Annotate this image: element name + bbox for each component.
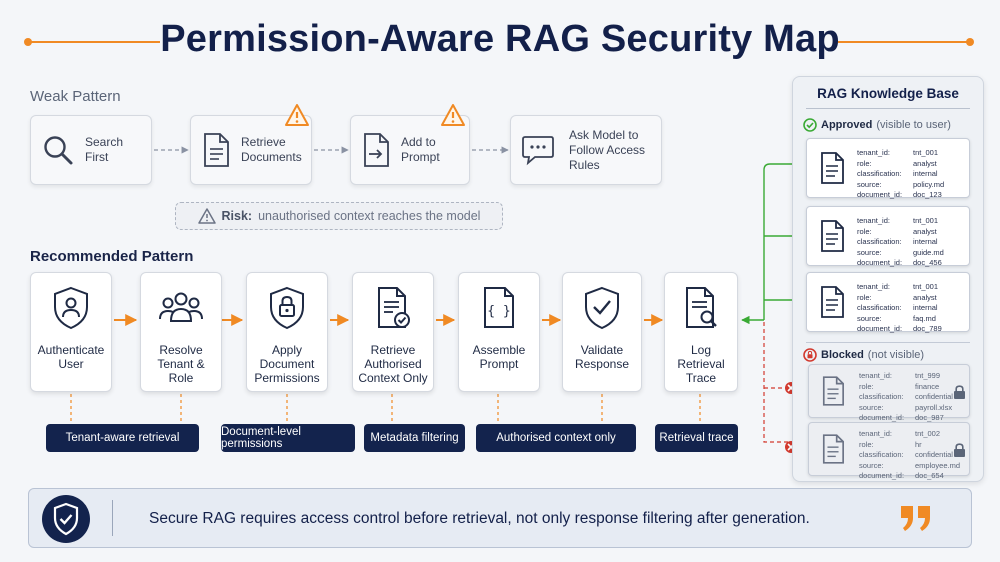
add-to-prompt-icon: [364, 133, 389, 167]
title-dot-right: [966, 38, 974, 46]
weak-step-label: Search First: [85, 135, 124, 164]
chat-icon: [522, 136, 554, 166]
lock-shield-icon: [270, 286, 304, 330]
svg-text:{ }: { }: [487, 304, 510, 319]
banner-divider: [112, 500, 113, 536]
rec-step-resolve-tenant: Resolve Tenant & Role: [140, 272, 222, 392]
tag-tenant-aware: Tenant-aware retrieval: [46, 424, 199, 452]
shield-check-badge-icon: [42, 495, 90, 543]
rec-step-label: Validate Response: [574, 343, 630, 371]
blocked-icon: [803, 348, 817, 362]
rec-step-label: Resolve Tenant & Role: [157, 343, 205, 385]
rec-step-log-trace: Log Retrieval Trace: [664, 272, 738, 392]
recommended-pattern-label: Recommended Pattern: [30, 248, 194, 265]
tag-retrieval-trace: Retrieval trace: [655, 424, 738, 452]
banner-text: Secure RAG requires access control befor…: [149, 510, 810, 527]
code-file-icon: { }: [484, 287, 514, 328]
doc-metadata: tenant_id:tnt_001 role:analyst classific…: [857, 282, 942, 333]
weak-step-ask-model: Ask Model to Follow Access Rules: [510, 115, 662, 185]
doc-metadata: tenant_id:tnt_001 role:analyst classific…: [857, 216, 944, 267]
tag-metadata-filtering: Metadata filtering: [364, 424, 465, 452]
kb-title-underline: [806, 108, 970, 109]
blocked-label: Blocked: [821, 349, 864, 361]
warning-icon: [197, 208, 216, 224]
blocked-header: Blocked (not visible): [803, 348, 924, 362]
blocked-doc-card: tenant_id:tnt_999 role:finance classific…: [808, 364, 970, 422]
document-icon: [821, 286, 844, 318]
document-icon: [204, 133, 229, 167]
warning-icon: [441, 104, 465, 126]
rec-step-label: Assemble Prompt: [472, 343, 526, 371]
weak-pattern-label: Weak Pattern: [30, 88, 121, 105]
risk-prefix: Risk:: [221, 209, 253, 223]
lock-icon: [954, 385, 965, 399]
document-icon: [822, 376, 844, 406]
page-title: Permission-Aware RAG Security Map: [160, 18, 840, 60]
approved-label: Approved: [821, 119, 873, 131]
blocked-note: (not visible): [867, 349, 925, 361]
rec-step-label: Authenticate User: [37, 343, 105, 371]
weak-step-label: Add to Prompt: [401, 135, 440, 164]
weak-step-search: Search First: [30, 115, 152, 185]
title-dot-left: [24, 38, 32, 46]
doc-metadata: tenant_id:tnt_002 role:hr classification…: [859, 429, 961, 480]
approved-header: Approved (visible to user): [803, 118, 951, 132]
rec-step-assemble-prompt: { } Assemble Prompt: [458, 272, 540, 392]
rec-step-label: Apply Document Permissions: [254, 343, 320, 385]
document-icon: [821, 220, 844, 252]
risk-callout: Risk: unauthorised context reaches the m…: [175, 202, 503, 230]
check-circle-icon: [803, 118, 817, 132]
rec-step-authenticate: Authenticate User: [30, 272, 112, 392]
rec-step-label: Log Retrieval Trace: [677, 343, 725, 385]
user-shield-icon: [54, 286, 88, 330]
rec-step-retrieve-authorised: Retrieve Authorised Context Only: [352, 272, 434, 392]
document-icon: [821, 152, 844, 184]
document-check-icon: [378, 287, 410, 328]
rec-step-label: Retrieve Authorised Context Only: [358, 343, 428, 385]
check-shield-icon: [585, 286, 619, 330]
approved-note: (visible to user): [876, 119, 951, 131]
blocked-doc-card: tenant_id:tnt_002 role:hr classification…: [808, 422, 970, 480]
tag-connectors: [70, 394, 701, 424]
weak-step-add-to-prompt: Add to Prompt: [350, 115, 470, 185]
approved-doc-card: tenant_id:tnt_001 role:analyst classific…: [806, 272, 970, 333]
doc-metadata: tenant_id:tnt_999 role:finance classific…: [859, 371, 953, 422]
tag-authorised-context: Authorised context only: [476, 424, 636, 452]
title-line-left: [30, 41, 160, 43]
approved-doc-card: tenant_id:tnt_001 role:analyst classific…: [806, 206, 970, 267]
approved-doc-card: tenant_id:tnt_001 role:analyst classific…: [806, 138, 970, 199]
tag-document-permissions: Document-level permissions: [221, 424, 355, 452]
knowledge-base-title: RAG Knowledge Base: [817, 86, 959, 101]
doc-metadata: tenant_id:tnt_001 role:analyst classific…: [857, 148, 945, 199]
document-search-icon: [686, 287, 717, 328]
search-icon: [44, 136, 73, 165]
rec-step-validate-response: Validate Response: [562, 272, 642, 392]
title-line-right: [838, 41, 968, 43]
weak-step-label: Retrieve Documents: [241, 135, 302, 164]
document-icon: [822, 434, 844, 464]
group-icon: [159, 292, 203, 322]
risk-text: unauthorised context reaches the model: [258, 209, 481, 223]
weak-step-label: Ask Model to Follow Access Rules: [569, 127, 646, 172]
weak-step-retrieve: Retrieve Documents: [190, 115, 312, 185]
warning-icon: [285, 104, 309, 126]
summary-banner: [28, 488, 972, 548]
kb-divider: [806, 342, 970, 343]
quote-icon: [901, 506, 930, 531]
rec-step-apply-permissions: Apply Document Permissions: [246, 272, 328, 392]
lock-icon: [954, 443, 965, 457]
